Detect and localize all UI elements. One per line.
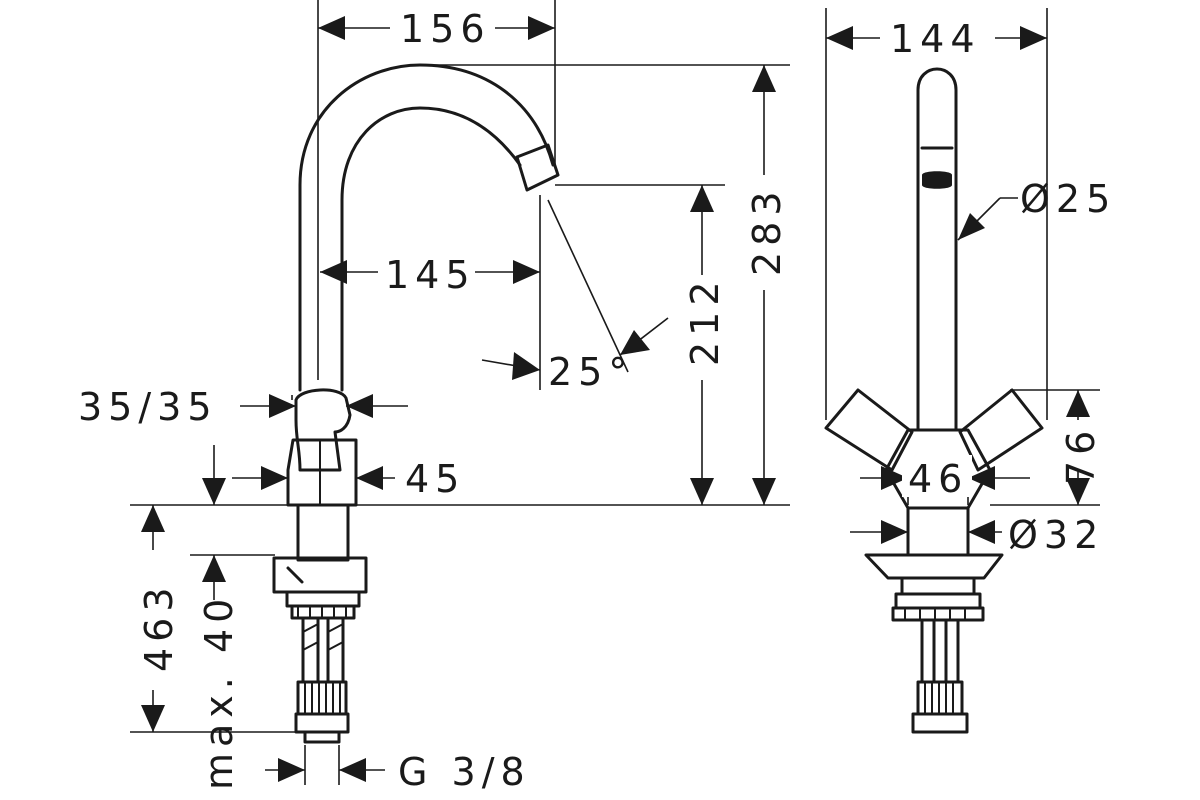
side-supply-tubes (920, 618, 960, 684)
label-max-40: max. 40 (197, 593, 241, 790)
side-handle-right (958, 388, 1044, 472)
label-145: 145 (385, 253, 476, 297)
front-mount-plate (272, 556, 368, 594)
label-46: 46 (908, 457, 968, 501)
label-g-3-8: G 3/8 (398, 750, 531, 794)
side-dimensions (825, 8, 1100, 544)
front-shank (296, 503, 350, 562)
side-mount-plate (864, 553, 1004, 580)
spout-aerator (515, 143, 560, 192)
label-463: 463 (137, 581, 181, 672)
side-handle-left (824, 388, 914, 472)
label-76: 76 (1059, 425, 1103, 485)
front-view (272, 63, 560, 744)
label-156: 156 (400, 7, 491, 51)
front-dimensions (130, 0, 790, 785)
dimension-labels: 156 145 283 212 25° 35/35 45 463 max. 40… (78, 7, 1116, 794)
spout-outer (298, 63, 555, 392)
label-144: 144 (890, 17, 981, 61)
label-35-35: 35/35 (78, 385, 218, 429)
spout-inner (340, 106, 522, 392)
side-shank (906, 506, 970, 557)
front-handle (294, 388, 352, 472)
side-aerator (922, 171, 952, 189)
label-45: 45 (405, 457, 465, 501)
label-diameter-25: Ø25 (1020, 177, 1116, 221)
label-25-degrees: 25° (548, 350, 633, 394)
side-spout (916, 67, 958, 432)
label-283: 283 (745, 185, 789, 276)
label-diameter-32: Ø32 (1008, 513, 1104, 557)
label-212: 212 (683, 275, 727, 366)
side-view (824, 67, 1044, 734)
